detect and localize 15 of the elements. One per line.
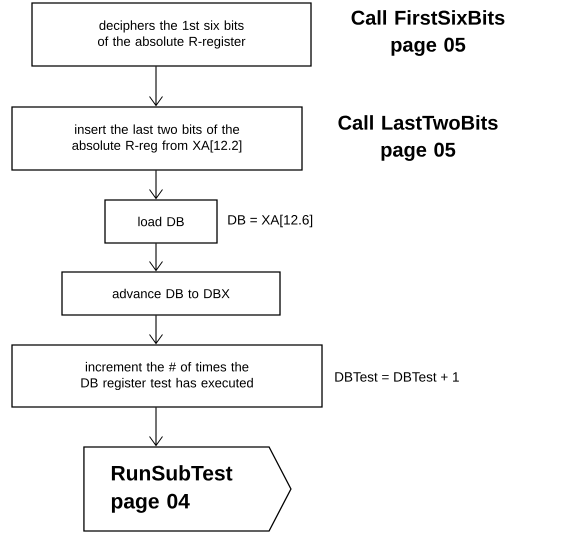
arrow <box>149 170 163 200</box>
process-box: increment the # of times the DB register test has executed <box>11 344 323 408</box>
process-box: insert the last two bits of the absolute R-reg from XA[12.2] <box>11 106 303 171</box>
arrow <box>149 316 163 344</box>
off-page-connector: RunSubTest page 04 <box>83 446 292 532</box>
side-note: DBTest = DBTest + 1 <box>335 372 459 382</box>
arrow <box>149 66 163 106</box>
side-note: Call LastTwoBits page 05 <box>338 115 498 161</box>
process-box: advance DB to DBX <box>61 271 281 316</box>
arrow <box>149 244 163 272</box>
side-note: Call FirstSixBits page 05 <box>352 10 504 56</box>
side-note: DB = XA[12.6] <box>228 214 312 228</box>
process-box: load DB <box>104 199 218 244</box>
arrow <box>149 408 163 446</box>
process-box: deciphers the 1st six bits of the absolute R-register <box>31 2 312 67</box>
